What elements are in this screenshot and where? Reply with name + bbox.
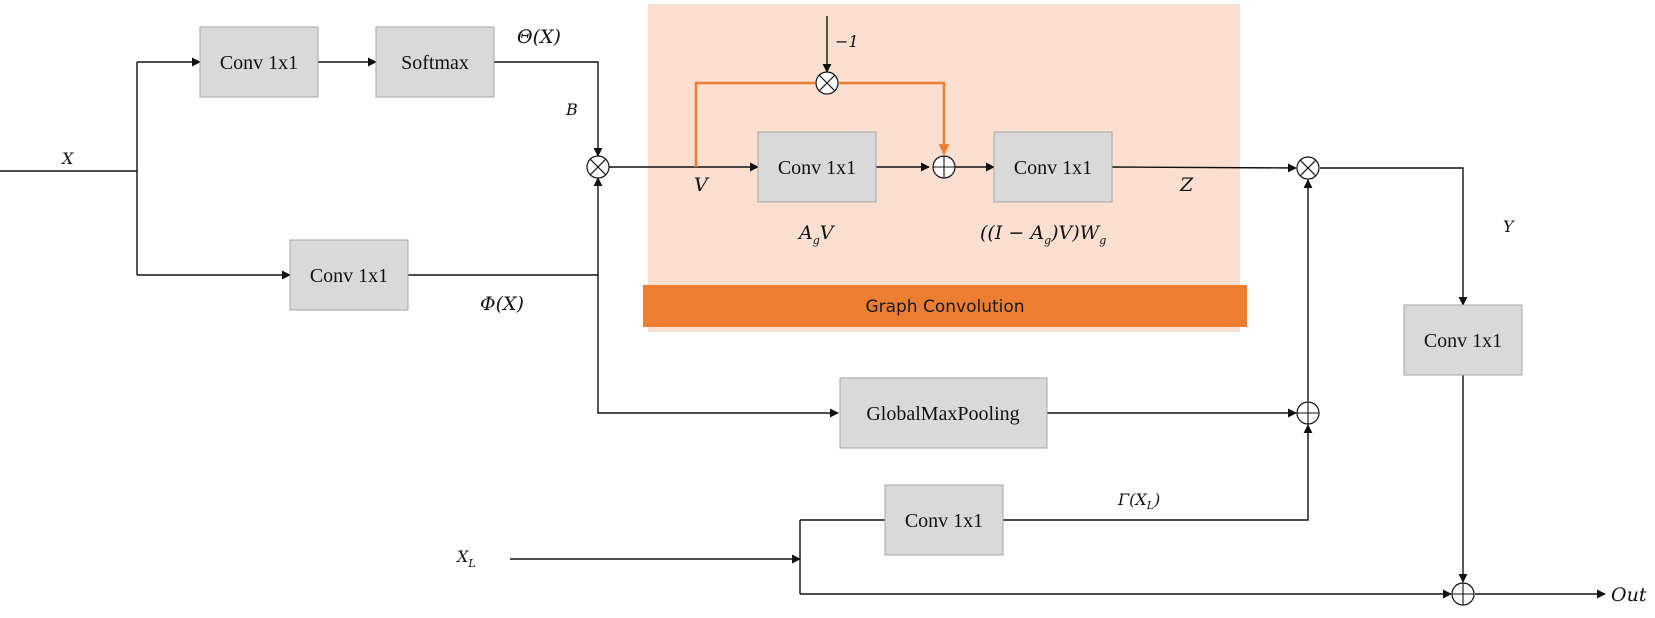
label-gamma: Γ(XL) (1117, 490, 1160, 512)
conv-out-block: Conv 1x1 (1403, 304, 1523, 376)
global-max-pooling-block: GlobalMaxPooling (839, 377, 1048, 449)
graph-convolution-banner (643, 285, 1247, 327)
multiply-y-circle-times-icon (1296, 156, 1320, 180)
conv-theta-label: Conv 1x1 (220, 52, 298, 74)
label-xl: XL (455, 547, 476, 570)
label-theta: Θ(X) (517, 26, 561, 48)
conv-wg-block: Conv 1x1 (993, 131, 1113, 203)
label-v: V (694, 174, 710, 196)
conv-theta-block: Conv 1x1 (199, 26, 319, 98)
label-z: Z (1179, 174, 1194, 196)
add-graph-circle-plus-icon (932, 155, 956, 179)
z-to-multiply-y-arrow (1111, 163, 1297, 173)
global-max-pooling-label: GlobalMaxPooling (866, 403, 1019, 425)
label-out: Out (1611, 584, 1647, 606)
softmax-label: Softmax (401, 52, 469, 74)
label-b: B (565, 100, 578, 119)
multiply-b-circle-times-icon (586, 155, 610, 179)
softmax-to-multiply-b-arrow (494, 61, 603, 157)
conv-phi-label: Conv 1x1 (310, 265, 388, 287)
gamma-to-add-arrow (1003, 424, 1313, 521)
label-y: Y (1503, 217, 1515, 236)
add-global-circle-plus-icon (1296, 401, 1320, 425)
phi-to-gmp-arrow (597, 275, 839, 418)
label-iag-wg: ((I − Ag)V)Wg (980, 222, 1106, 247)
conv-gamma-block: Conv 1x1 (884, 484, 1004, 556)
conv-av-block: Conv 1x1 (757, 131, 877, 203)
multiply-y-to-conv-out-arrow (1320, 167, 1468, 306)
conv-wg-label: Conv 1x1 (1014, 157, 1092, 179)
label-agv: AgV (797, 222, 836, 247)
conv-gamma-label: Conv 1x1 (905, 510, 983, 532)
softmax-block: Softmax (375, 26, 495, 98)
orange-v-to-multiply-line (694, 81, 815, 167)
conv-out-label: Conv 1x1 (1424, 330, 1502, 352)
graph-convolution-title: Graph Convolution (865, 297, 1024, 317)
conv-av-label: Conv 1x1 (778, 157, 856, 179)
label-phi: Φ(X) (480, 293, 524, 315)
label-minus-one: −1 (835, 32, 859, 51)
add-final-circle-plus-icon (1451, 582, 1475, 606)
conv-phi-block: Conv 1x1 (289, 239, 409, 311)
orange-multiply-to-add-arrow (839, 81, 950, 156)
multiply-minus-one-circle-times-icon (815, 71, 839, 95)
label-x: X (60, 149, 74, 168)
